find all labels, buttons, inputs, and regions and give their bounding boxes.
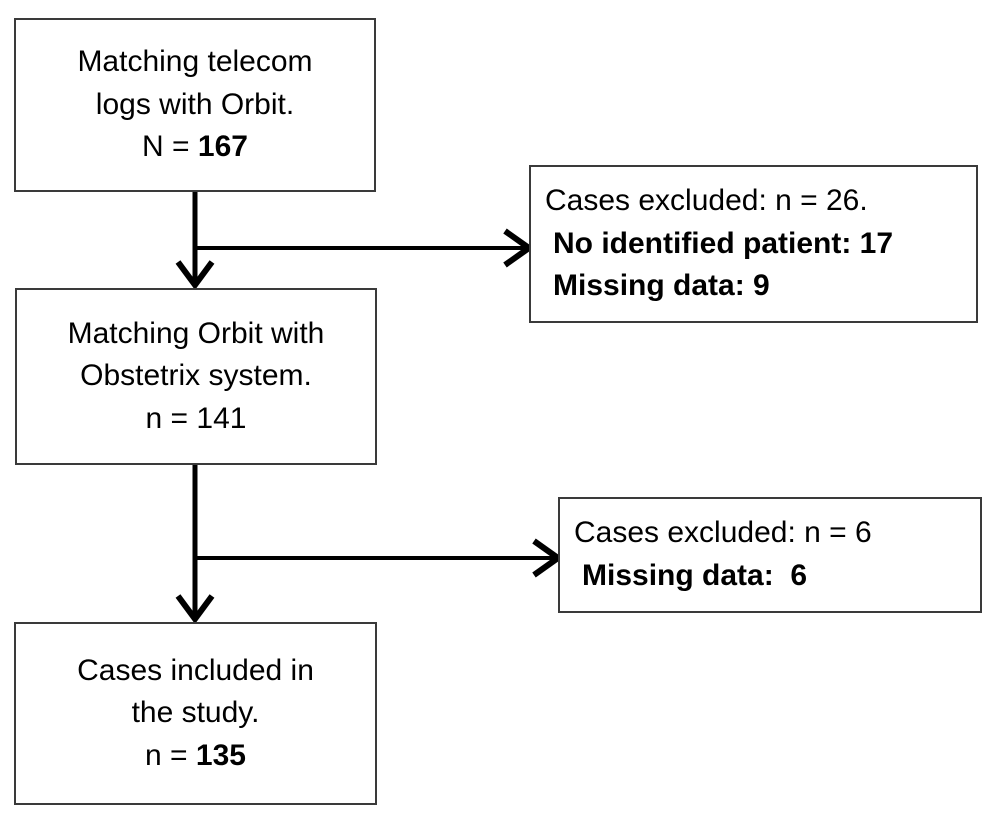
node-excluded-second-line2: Missing data: 6 bbox=[582, 559, 808, 592]
node-included-line1: Cases included in bbox=[77, 653, 314, 687]
node-excluded-first-line3: Missing data: 9 bbox=[553, 269, 770, 303]
node-matching-orbit-count: n = 141 bbox=[146, 398, 247, 441]
node-matching-telecom-count: N = 167 bbox=[142, 126, 248, 169]
arrow-right-1 bbox=[195, 228, 535, 268]
node-excluded-second-line1: Cases excluded: n = 6 bbox=[574, 516, 872, 550]
node-included: Cases included in the study. n = 135 bbox=[14, 622, 377, 805]
node-matching-orbit-count-prefix: n = bbox=[145, 401, 197, 435]
node-included-count-value: 135 bbox=[195, 738, 246, 772]
node-included-count-prefix: n = bbox=[145, 738, 196, 772]
node-matching-orbit-count-value: 141 bbox=[196, 401, 247, 435]
node-included-line2: the study. bbox=[131, 696, 260, 730]
node-excluded-second: Cases excluded: n = 6 Missing data: 6 bbox=[558, 497, 982, 613]
node-matching-telecom: Matching telecom logs with Orbit. N = 16… bbox=[14, 18, 376, 192]
node-excluded-first-line1: Cases excluded: n = 26. bbox=[545, 184, 868, 218]
node-matching-orbit-line1: Matching Orbit with bbox=[67, 316, 325, 350]
node-excluded-first-line2: No identified patient: 17 bbox=[553, 226, 894, 260]
node-matching-orbit-line2: Obstetrix system. bbox=[80, 359, 312, 393]
node-matching-telecom-line1: Matching telecom bbox=[77, 45, 313, 79]
node-excluded-first: Cases excluded: n = 26. No identified pa… bbox=[529, 165, 978, 323]
arrow-right-2 bbox=[195, 538, 564, 578]
node-matching-orbit: Matching Orbit with Obstetrix system. n … bbox=[15, 288, 377, 465]
node-matching-telecom-count-value: 167 bbox=[197, 130, 248, 164]
node-matching-telecom-line2: logs with Orbit. bbox=[95, 87, 295, 121]
arrow-down-1 bbox=[175, 192, 215, 291]
node-matching-telecom-count-prefix: N = bbox=[142, 130, 198, 164]
node-included-count: n = 135 bbox=[145, 735, 246, 778]
arrow-down-2 bbox=[175, 465, 215, 625]
